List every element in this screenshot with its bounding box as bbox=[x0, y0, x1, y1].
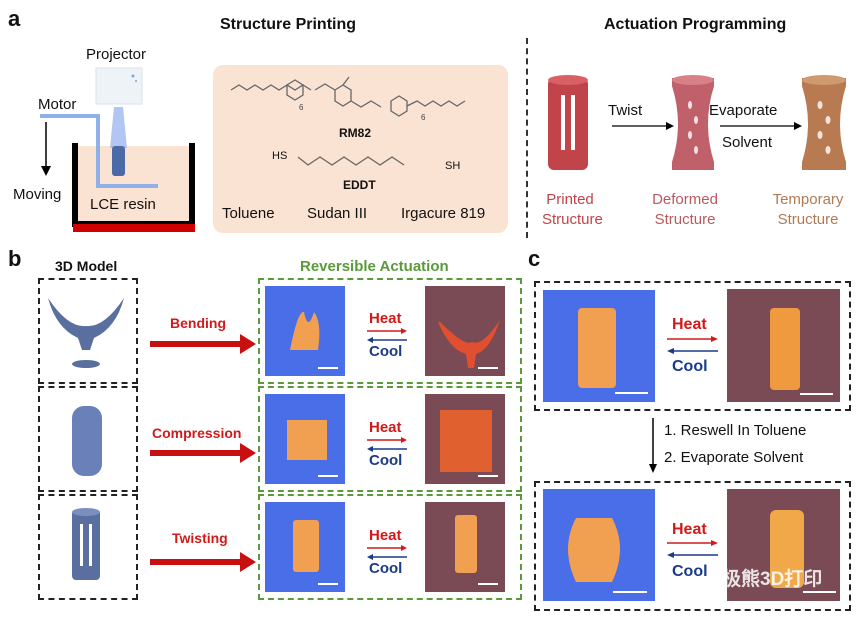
rm82-label: RM82 bbox=[339, 126, 372, 140]
panel-label-a: a bbox=[8, 6, 21, 31]
solvent-label: Solvent bbox=[722, 134, 773, 151]
component-sudan-iii: Sudan III bbox=[307, 205, 368, 222]
hs-label: HS bbox=[272, 150, 288, 162]
tank-base-heater bbox=[73, 224, 195, 232]
model-box-compression bbox=[38, 386, 138, 492]
mode-bending: Bending bbox=[170, 315, 226, 331]
cylinder-model bbox=[72, 508, 100, 580]
light-beam bbox=[110, 107, 127, 148]
projector-body bbox=[95, 67, 143, 105]
3d-model-title: 3D Model bbox=[55, 258, 118, 274]
lattice-model bbox=[72, 406, 102, 476]
cool-label: Cool bbox=[672, 563, 708, 580]
component-toluene: Toluene bbox=[222, 205, 275, 222]
model-box-twisting bbox=[38, 494, 138, 600]
state-line1: Deformed bbox=[652, 191, 718, 208]
subscript-6: 6 bbox=[299, 103, 304, 112]
heat-label: Heat bbox=[672, 521, 707, 538]
printer-schematic bbox=[40, 67, 195, 232]
heat-label: Heat bbox=[369, 310, 402, 327]
state-deformed: Deformed Structure bbox=[645, 190, 725, 230]
motor-arm bbox=[40, 114, 158, 188]
component-irgacure-819: Irgacure 819 bbox=[401, 205, 486, 222]
eddt-structure bbox=[297, 156, 405, 166]
actuation-programming-title: Actuation Programming bbox=[604, 16, 787, 33]
sh-label: SH bbox=[445, 160, 461, 172]
state-line2: Structure bbox=[777, 211, 839, 228]
mode-arrows bbox=[150, 334, 256, 572]
state-line1: Temporary bbox=[772, 191, 844, 208]
printed-structure bbox=[548, 75, 588, 170]
mode-twisting: Twisting bbox=[172, 530, 228, 546]
panel-label-c: c bbox=[528, 246, 541, 271]
eddt-label: EDDT bbox=[343, 178, 376, 192]
c-top-box bbox=[534, 281, 851, 411]
actuation-box-bending bbox=[258, 278, 522, 384]
state-line1: Printed bbox=[546, 191, 594, 208]
heat-cool-arrows-b bbox=[367, 328, 407, 560]
cool-label: Cool bbox=[672, 358, 708, 375]
printed-part bbox=[112, 146, 125, 176]
subscript-6: 6 bbox=[421, 113, 426, 122]
reversible-actuation-title: Reversible Actuation bbox=[300, 258, 449, 275]
heat-label: Heat bbox=[369, 419, 402, 436]
deformed-structure bbox=[672, 75, 714, 170]
panel-label-b: b bbox=[8, 246, 22, 271]
state-line2: Structure bbox=[654, 211, 716, 228]
cool-label: Cool bbox=[369, 452, 403, 469]
moving-label: Moving bbox=[13, 186, 62, 203]
rm82-structure: 6 6 bbox=[230, 76, 466, 122]
actuation-box-compression bbox=[258, 386, 522, 492]
actuation-structures bbox=[548, 75, 846, 170]
step-reswell: 1. Reswell In Toluene bbox=[664, 422, 807, 439]
state-printed: Printed Structure bbox=[542, 190, 603, 230]
eagle-model bbox=[48, 298, 124, 368]
structure-printing-title: Structure Printing bbox=[220, 16, 357, 33]
c-down-arrow bbox=[649, 418, 657, 473]
state-line2: Structure bbox=[542, 211, 603, 228]
heat-label: Heat bbox=[369, 527, 402, 544]
state-temporary: Temporary Structure bbox=[763, 190, 853, 230]
cool-label: Cool bbox=[369, 343, 403, 360]
c-bottom-box bbox=[534, 481, 851, 611]
photo-bending-heat bbox=[425, 286, 505, 376]
twist-label: Twist bbox=[608, 102, 643, 119]
heat-label: Heat bbox=[672, 316, 707, 333]
actuation-box-twisting bbox=[258, 494, 522, 600]
watermark: 极熊3D打印 bbox=[722, 569, 823, 590]
resin-label: LCE resin bbox=[90, 196, 156, 213]
chemical-components-box bbox=[213, 65, 508, 233]
cool-label: Cool bbox=[369, 560, 403, 577]
motor-label: Motor bbox=[38, 96, 77, 113]
step-evaporate: 2. Evaporate Solvent bbox=[664, 449, 804, 466]
section-divider bbox=[526, 38, 528, 238]
mode-compression: Compression bbox=[152, 425, 242, 441]
temporary-structure bbox=[802, 75, 846, 170]
model-box-bending bbox=[38, 278, 138, 384]
projector-label: Projector bbox=[86, 46, 147, 63]
3d-models bbox=[48, 298, 124, 580]
evaporate-label: Evaporate bbox=[709, 102, 778, 119]
